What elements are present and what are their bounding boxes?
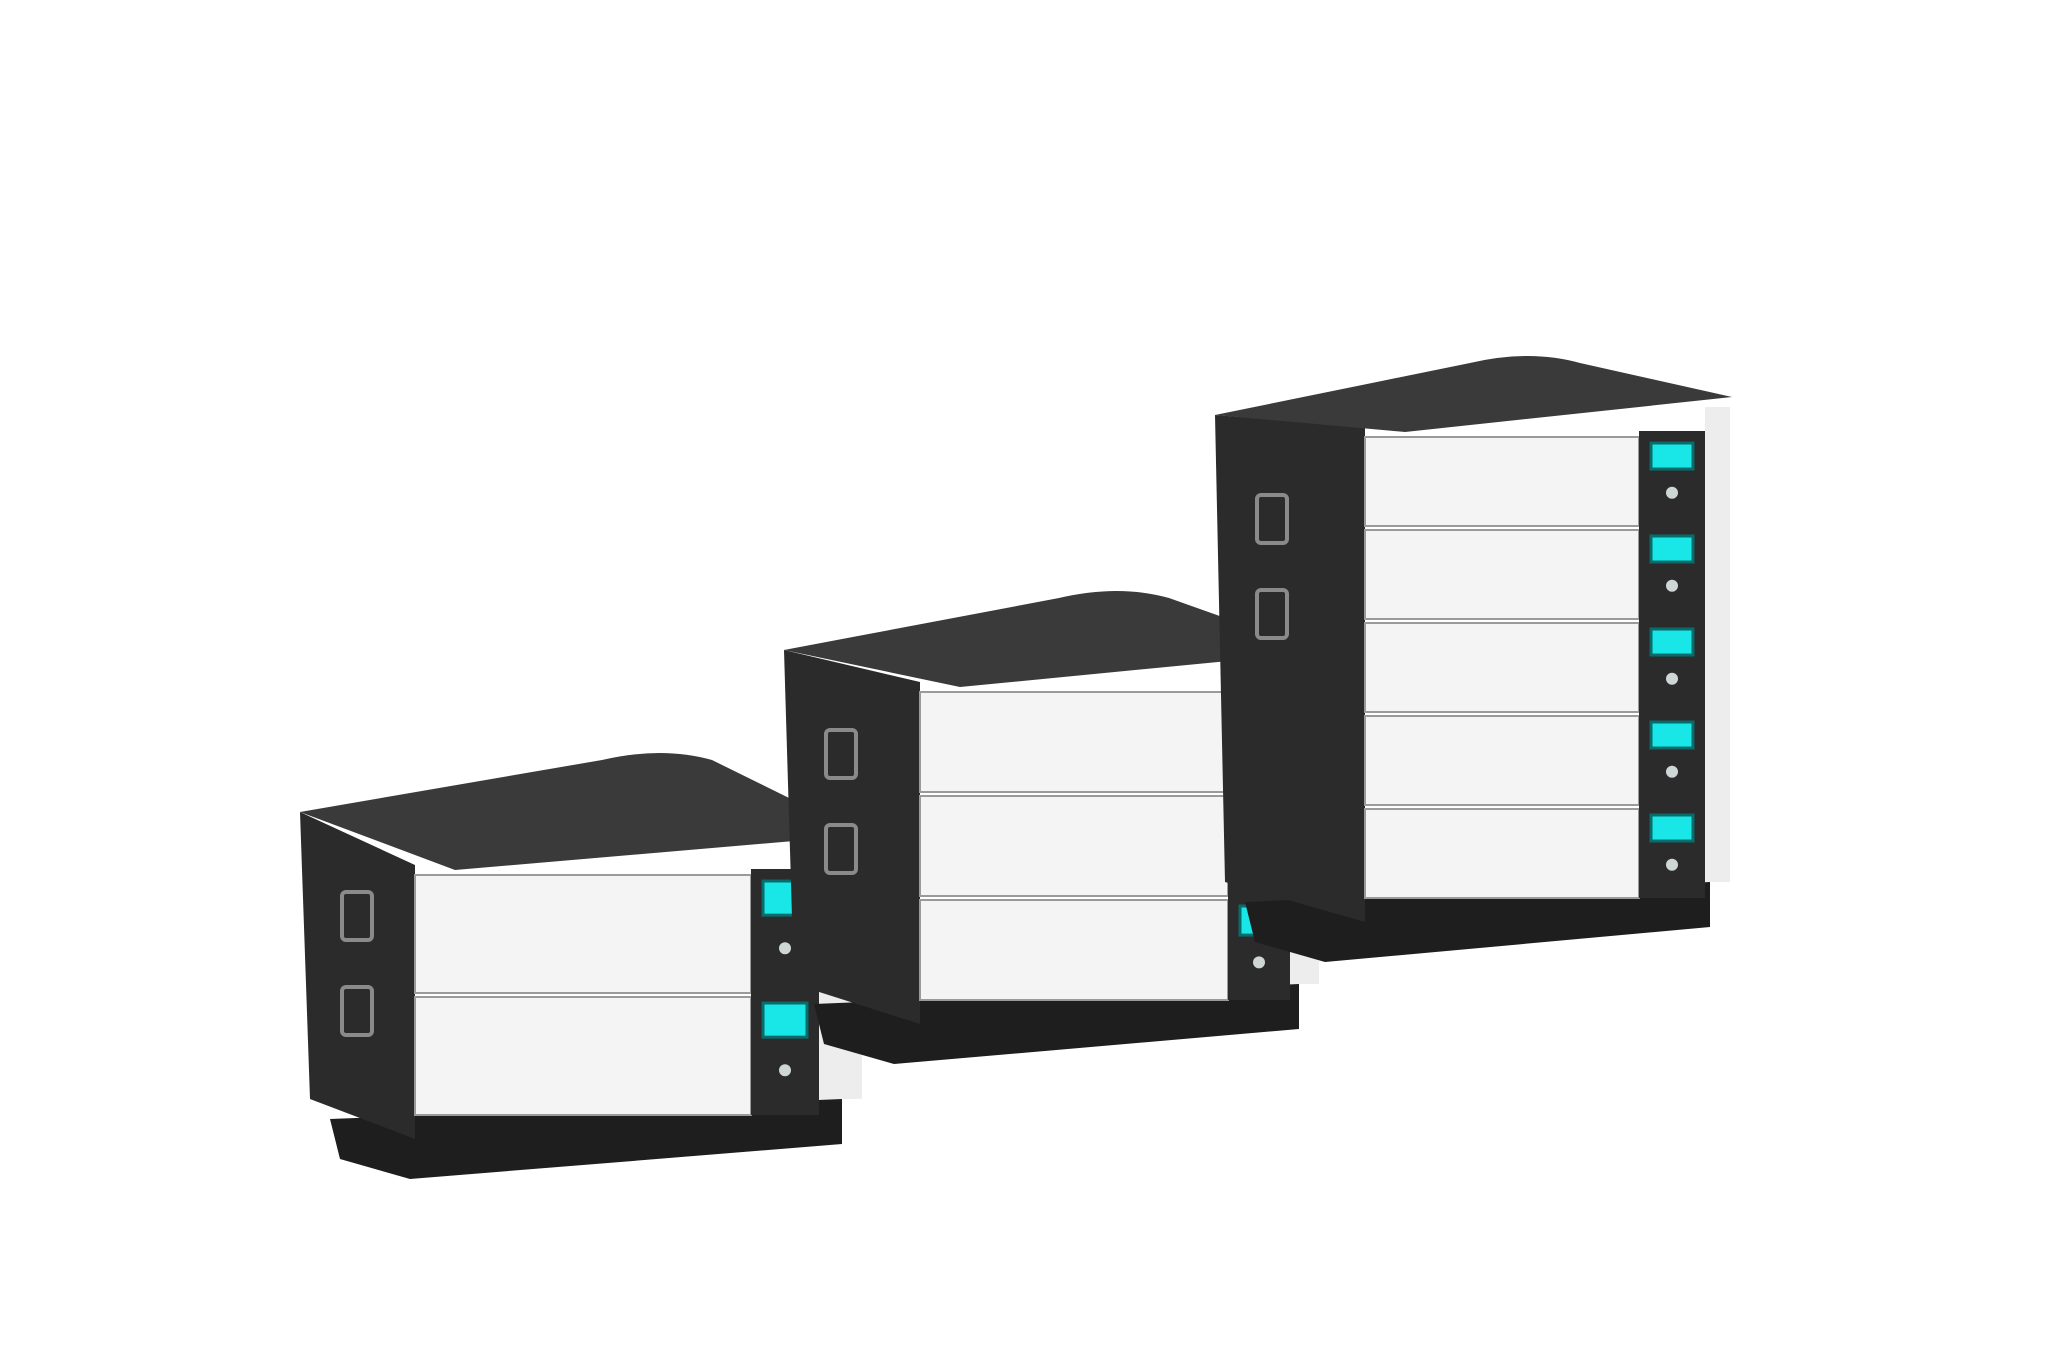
module-front [919,899,1229,1001]
display-screen-icon [1649,720,1695,750]
stack-lid [300,753,864,870]
module-front [1364,529,1640,620]
side-casing [784,650,920,1024]
battery-module [1364,431,1705,527]
side-handle [1255,588,1289,640]
side-handle [340,985,374,1037]
battery-module [414,869,819,994]
small-battery-stack [300,753,864,1179]
side-casing [1215,415,1365,922]
module-front [1364,622,1640,713]
power-indicator-icon [1666,579,1678,592]
side-casing [300,812,415,1139]
power-indicator-icon [779,942,791,955]
display-screen-icon [761,1001,809,1039]
battery-module [1364,524,1705,620]
power-indicator-icon [1666,765,1678,778]
battery-module [1364,617,1705,713]
side-edge [1705,407,1730,882]
module-front [414,874,752,994]
module-front [919,795,1229,897]
power-indicator-icon [1666,672,1678,685]
power-indicator-icon [1253,956,1265,969]
display-screen-icon [1649,534,1695,564]
side-handle [340,890,374,942]
large-battery-stack [1215,356,1732,962]
side-handle [824,823,858,875]
side-handle [1255,493,1289,545]
medium-battery-stack [784,591,1321,1064]
module-front [1364,436,1640,527]
display-screen-icon [1649,813,1695,843]
battery-module [919,894,1290,1001]
stack-lid [784,591,1321,687]
battery-module [414,991,819,1116]
power-indicator-icon [1666,486,1678,499]
stack-lid [1215,356,1732,432]
power-indicator-icon [1666,858,1678,871]
battery-module [1364,803,1705,899]
side-handle [824,728,858,780]
battery-module [1364,710,1705,806]
module-front [1364,715,1640,806]
stack-base [330,1099,842,1179]
stack-base [814,984,1299,1064]
display-screen-icon [1649,441,1695,471]
display-screen-icon [1649,627,1695,657]
module-front [1364,808,1640,899]
power-indicator-icon [779,1064,791,1077]
module-front [919,691,1229,793]
module-front [414,996,752,1116]
